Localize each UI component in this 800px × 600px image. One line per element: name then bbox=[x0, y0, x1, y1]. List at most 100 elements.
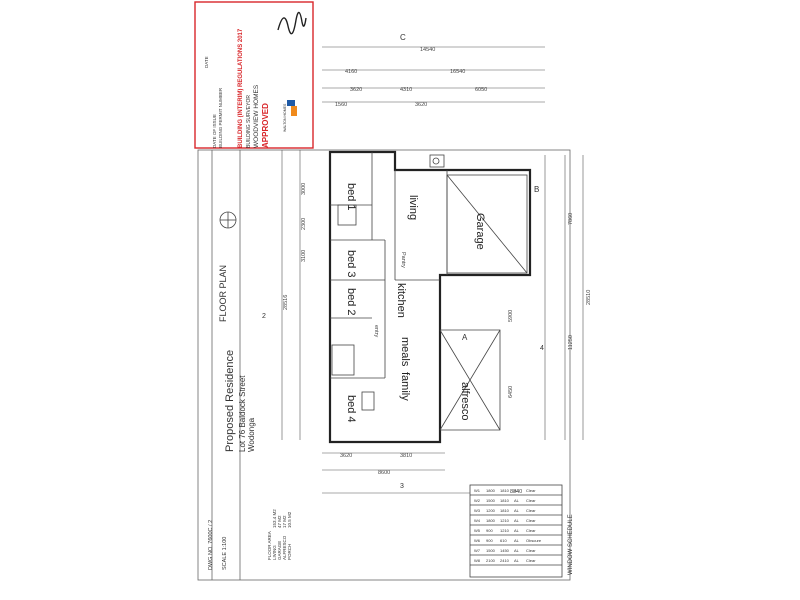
schedule-cell: Obscure bbox=[526, 538, 542, 543]
schedule-cell: 2100 bbox=[486, 558, 496, 563]
bottom-dimensions: 3620 3810 8600 8840 bbox=[322, 452, 522, 495]
dim-top-a: 4160 bbox=[345, 69, 357, 75]
room-family: family bbox=[399, 372, 411, 401]
schedule-cell: 900 bbox=[486, 538, 493, 543]
drawing-scale: SCALE 1:100 bbox=[222, 537, 228, 570]
stamp-date: DATE bbox=[204, 56, 209, 68]
approval-stamp: APPROVED WOODVIEW HOMES BUILDING SURVEYO… bbox=[194, 1, 314, 149]
sheet-title: FLOOR PLAN bbox=[218, 265, 228, 322]
area-living-value: 153.4 M2 bbox=[272, 509, 277, 528]
schedule-cell: W5 bbox=[474, 528, 481, 533]
room-bed2: bed 2 bbox=[345, 288, 357, 316]
dim-right-d: 5900 bbox=[508, 310, 514, 322]
top-dimensions: 14540 16540 4160 3620 4310 6050 1560 362… bbox=[322, 46, 545, 108]
schedule-cell: 1810 bbox=[500, 498, 510, 503]
room-entry: entry bbox=[373, 325, 379, 337]
stamp-regs: BUILDING (INTERIM) REGULATIONS 2017 bbox=[238, 28, 244, 148]
schedule-cell: 2410 bbox=[500, 558, 510, 563]
drawing-number: DWG NO. 7600C / 2 bbox=[208, 520, 214, 570]
stamp-issue-date: DATE OF ISSUE bbox=[212, 114, 217, 148]
area-summary: FLOOR AREA LIVING 153.4 M2 GARAGE 47 M2 … bbox=[267, 509, 292, 560]
dim-bottom-side: 8840 bbox=[510, 489, 522, 495]
area-porch-label: PORCH bbox=[287, 544, 292, 560]
room-pantry: Pantry bbox=[400, 252, 406, 268]
room-meals: meals bbox=[399, 337, 411, 367]
schedule-cell: 1450 bbox=[500, 548, 510, 553]
schedule-cell: 1500 bbox=[486, 548, 496, 553]
logo-text: WALTON HOMES bbox=[283, 103, 287, 132]
signature bbox=[277, 11, 307, 35]
schedule-cell: 1810 bbox=[500, 488, 510, 493]
schedule-cell: Clear bbox=[526, 488, 536, 493]
marker-a: A bbox=[462, 333, 468, 342]
dim-side-c: 3100 bbox=[301, 250, 307, 262]
project-address: Lot 76 Baldock Street bbox=[238, 375, 247, 452]
stamp-permit: BUILDING PERMIT NUMBER bbox=[218, 87, 223, 148]
marker-c: C bbox=[400, 33, 406, 42]
schedule-cell: 1210 bbox=[500, 528, 510, 533]
schedule-cell: AL bbox=[514, 488, 520, 493]
dim-top-c: 4310 bbox=[400, 87, 412, 93]
dim-right-a: 11250 bbox=[568, 335, 574, 350]
dim-bottom-b: 3620 bbox=[340, 453, 352, 459]
schedule-cell: 1800 bbox=[486, 518, 496, 523]
schedule-cell: 1200 bbox=[486, 508, 496, 513]
building-walls bbox=[328, 150, 532, 444]
schedule-cell: AL bbox=[514, 528, 520, 533]
dim-right-c: 6450 bbox=[508, 386, 514, 398]
builder-logo: WALTON HOMES bbox=[283, 100, 297, 132]
schedule-cell: W4 bbox=[474, 518, 481, 523]
schedule-cell: 1210 bbox=[500, 518, 510, 523]
project-suburb: Wodonga bbox=[247, 417, 256, 452]
dim-top-d: 6050 bbox=[475, 87, 487, 93]
schedule-cell: Clear bbox=[526, 498, 536, 503]
schedule-cell: W1 bbox=[474, 488, 481, 493]
dim-bottom-overall: 8600 bbox=[378, 470, 390, 476]
schedule-cell: Clear bbox=[526, 558, 536, 563]
stamp-surveyor: BUILDING SURVEYOR bbox=[246, 95, 252, 148]
schedule-cell: AL bbox=[514, 498, 520, 503]
schedule-cell: Clear bbox=[526, 518, 536, 523]
dim-top-overall: 14540 bbox=[420, 47, 435, 53]
area-alfresco-value: 17 M2 bbox=[282, 515, 287, 528]
room-alfresco: alfresco bbox=[459, 382, 471, 421]
dim-top-mid: 16540 bbox=[450, 69, 465, 75]
schedule-cell: AL bbox=[514, 508, 520, 513]
room-garage: Garage bbox=[474, 213, 486, 250]
dim-right-b: 7860 bbox=[568, 213, 574, 225]
schedule-cell: W7 bbox=[474, 548, 481, 553]
area-heading: FLOOR AREA bbox=[267, 531, 272, 560]
schedule-cell: AL bbox=[514, 558, 520, 563]
window-schedule-title: WINDOW SCHEDULE bbox=[568, 514, 574, 575]
area-porch-value: 10.5 M2 bbox=[287, 511, 292, 528]
room-labels: bed 1 bed 3 bed 2 bed 4 living Garage ki… bbox=[345, 183, 486, 423]
room-bed4: bed 4 bbox=[345, 395, 357, 423]
stamp-company: WOODVIEW HOMES bbox=[253, 84, 260, 148]
schedule-cell: AL bbox=[514, 538, 520, 543]
marker-4: 4 bbox=[540, 345, 544, 352]
marker-3: 3 bbox=[400, 483, 404, 490]
schedule-cell: W8 bbox=[474, 558, 481, 563]
schedule-cell: 1500 bbox=[486, 498, 496, 503]
area-garage-value: 47 M2 bbox=[277, 515, 282, 528]
schedule-cell: Clear bbox=[526, 508, 536, 513]
dim-top-b: 3620 bbox=[350, 87, 362, 93]
dim-left-overall: 28516 bbox=[283, 295, 289, 310]
schedule-cell: W3 bbox=[474, 508, 481, 513]
schedule-cell: Clear bbox=[526, 528, 536, 533]
schedule-cell: AL bbox=[514, 518, 520, 523]
title-block: FLOOR PLAN Proposed Residence Lot 76 Bal… bbox=[208, 265, 256, 570]
schedule-cell: W2 bbox=[474, 498, 481, 503]
right-dimensions: 28510 11250 7860 6450 5900 bbox=[508, 155, 592, 440]
room-bed3: bed 3 bbox=[345, 250, 357, 278]
room-living: living bbox=[407, 195, 419, 220]
marker-b: B bbox=[534, 185, 539, 194]
marker-2: 2 bbox=[262, 313, 266, 320]
area-living-label: LIVING bbox=[272, 545, 277, 560]
dim-right-overall: 28510 bbox=[586, 290, 592, 305]
area-garage-label: GARAGE bbox=[277, 541, 282, 560]
area-alfresco-label: ALFRESCO bbox=[282, 535, 287, 560]
left-dimensions: 28516 3000 2300 3100 bbox=[281, 150, 307, 440]
